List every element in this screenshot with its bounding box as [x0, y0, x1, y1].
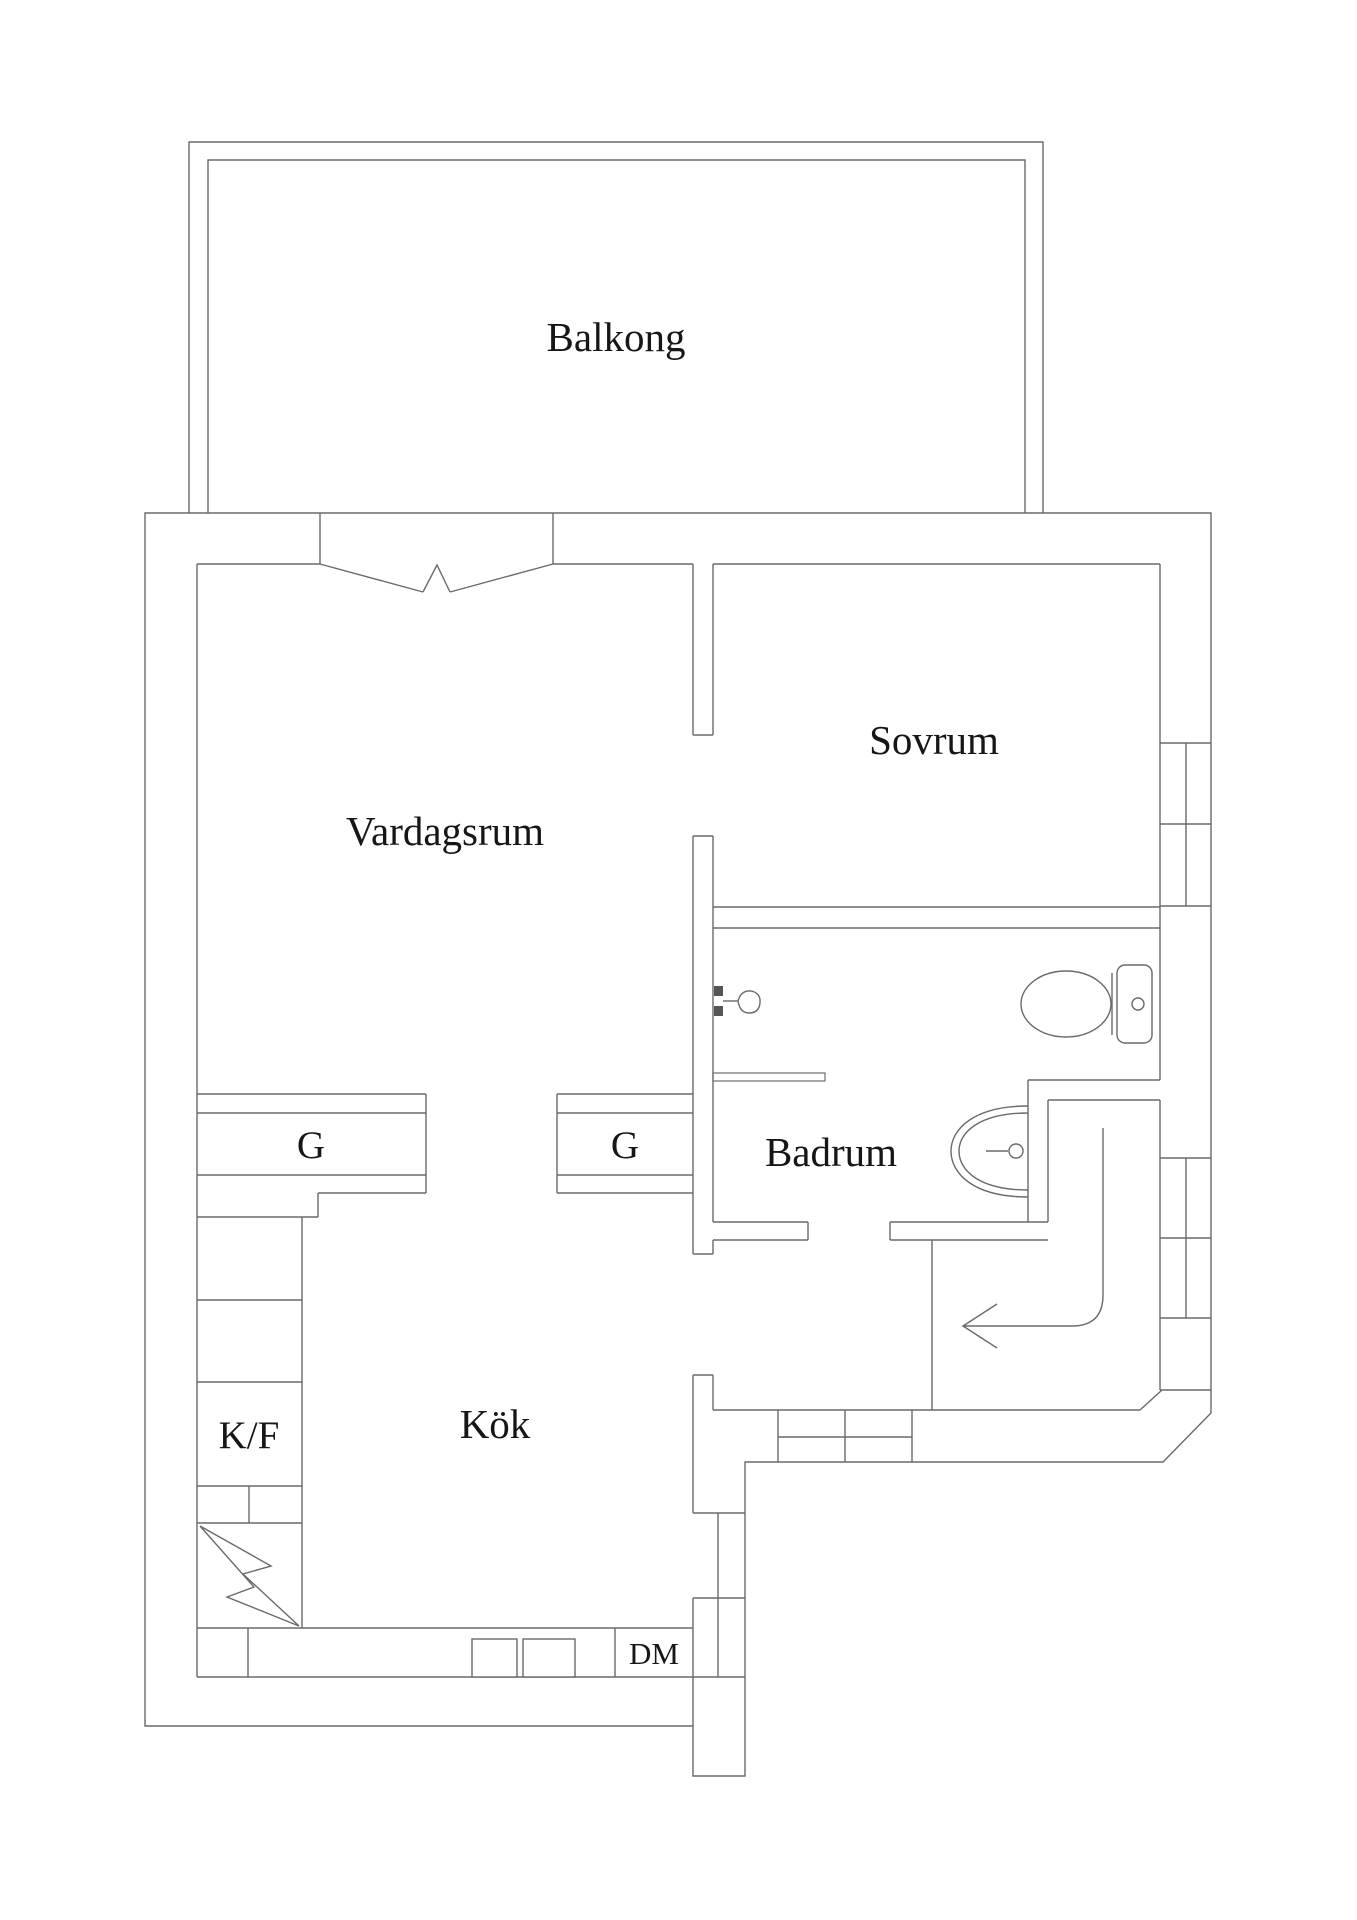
bedroom-divider-wall	[692, 564, 714, 736]
fridge-freezer-label: K/F	[219, 1414, 280, 1457]
bathroom-south-wall	[713, 1221, 1048, 1241]
central-wall	[692, 835, 714, 1726]
stove-flash-icon	[199, 1525, 300, 1627]
balcony-outline	[188, 141, 1044, 513]
top-wall-inner	[197, 513, 1160, 565]
dishwasher-label: DM	[629, 1636, 679, 1671]
washbasin-icon	[950, 1105, 1029, 1198]
bathroom-fixtures	[712, 964, 1153, 1198]
entry-arrow-icon	[961, 1128, 1104, 1349]
living-room-label: Vardagsrum	[346, 808, 544, 854]
kitchen-fittings	[197, 1217, 745, 1678]
bathroom-hall-nook-wall	[1027, 1079, 1160, 1222]
hall-walls	[713, 1240, 1211, 1411]
exterior-wall-outline	[144, 512, 1212, 1777]
balcony-label: Balkong	[547, 314, 686, 360]
service-shaft	[693, 1512, 745, 1677]
kitchen-sink-icon	[471, 1638, 518, 1678]
shower-screen-icon	[712, 1072, 826, 1082]
wardrobe-left-box	[197, 1093, 427, 1218]
kitchen-cabinet-column	[197, 1217, 303, 1628]
bathroom-label: Badrum	[765, 1129, 897, 1175]
kitchen-sink-icon	[522, 1638, 576, 1678]
wardrobe-right-box	[556, 1093, 693, 1194]
kitchen-counter	[197, 1627, 745, 1678]
wardrobes	[197, 1093, 693, 1218]
room-labels: Balkong Vardagsrum Sovrum Badrum Kök G G…	[219, 314, 999, 1671]
windows-and-doors	[319, 563, 1211, 1462]
kitchen-label: Kök	[460, 1401, 531, 1447]
hall-side-window-icon	[1159, 1157, 1211, 1319]
toilet-icon	[1020, 964, 1153, 1044]
kitchen-south-window-icon	[777, 1410, 913, 1462]
hand-sink-icon	[714, 986, 761, 1016]
bedroom-label: Sovrum	[869, 717, 999, 763]
wardrobe-left-label: G	[297, 1124, 325, 1167]
walls	[144, 141, 1212, 1777]
wardrobe-right-label: G	[611, 1124, 639, 1167]
balcony-door-icon	[319, 563, 554, 593]
bedroom-window-icon	[1159, 742, 1211, 907]
bathroom-north-wall	[713, 906, 1160, 929]
